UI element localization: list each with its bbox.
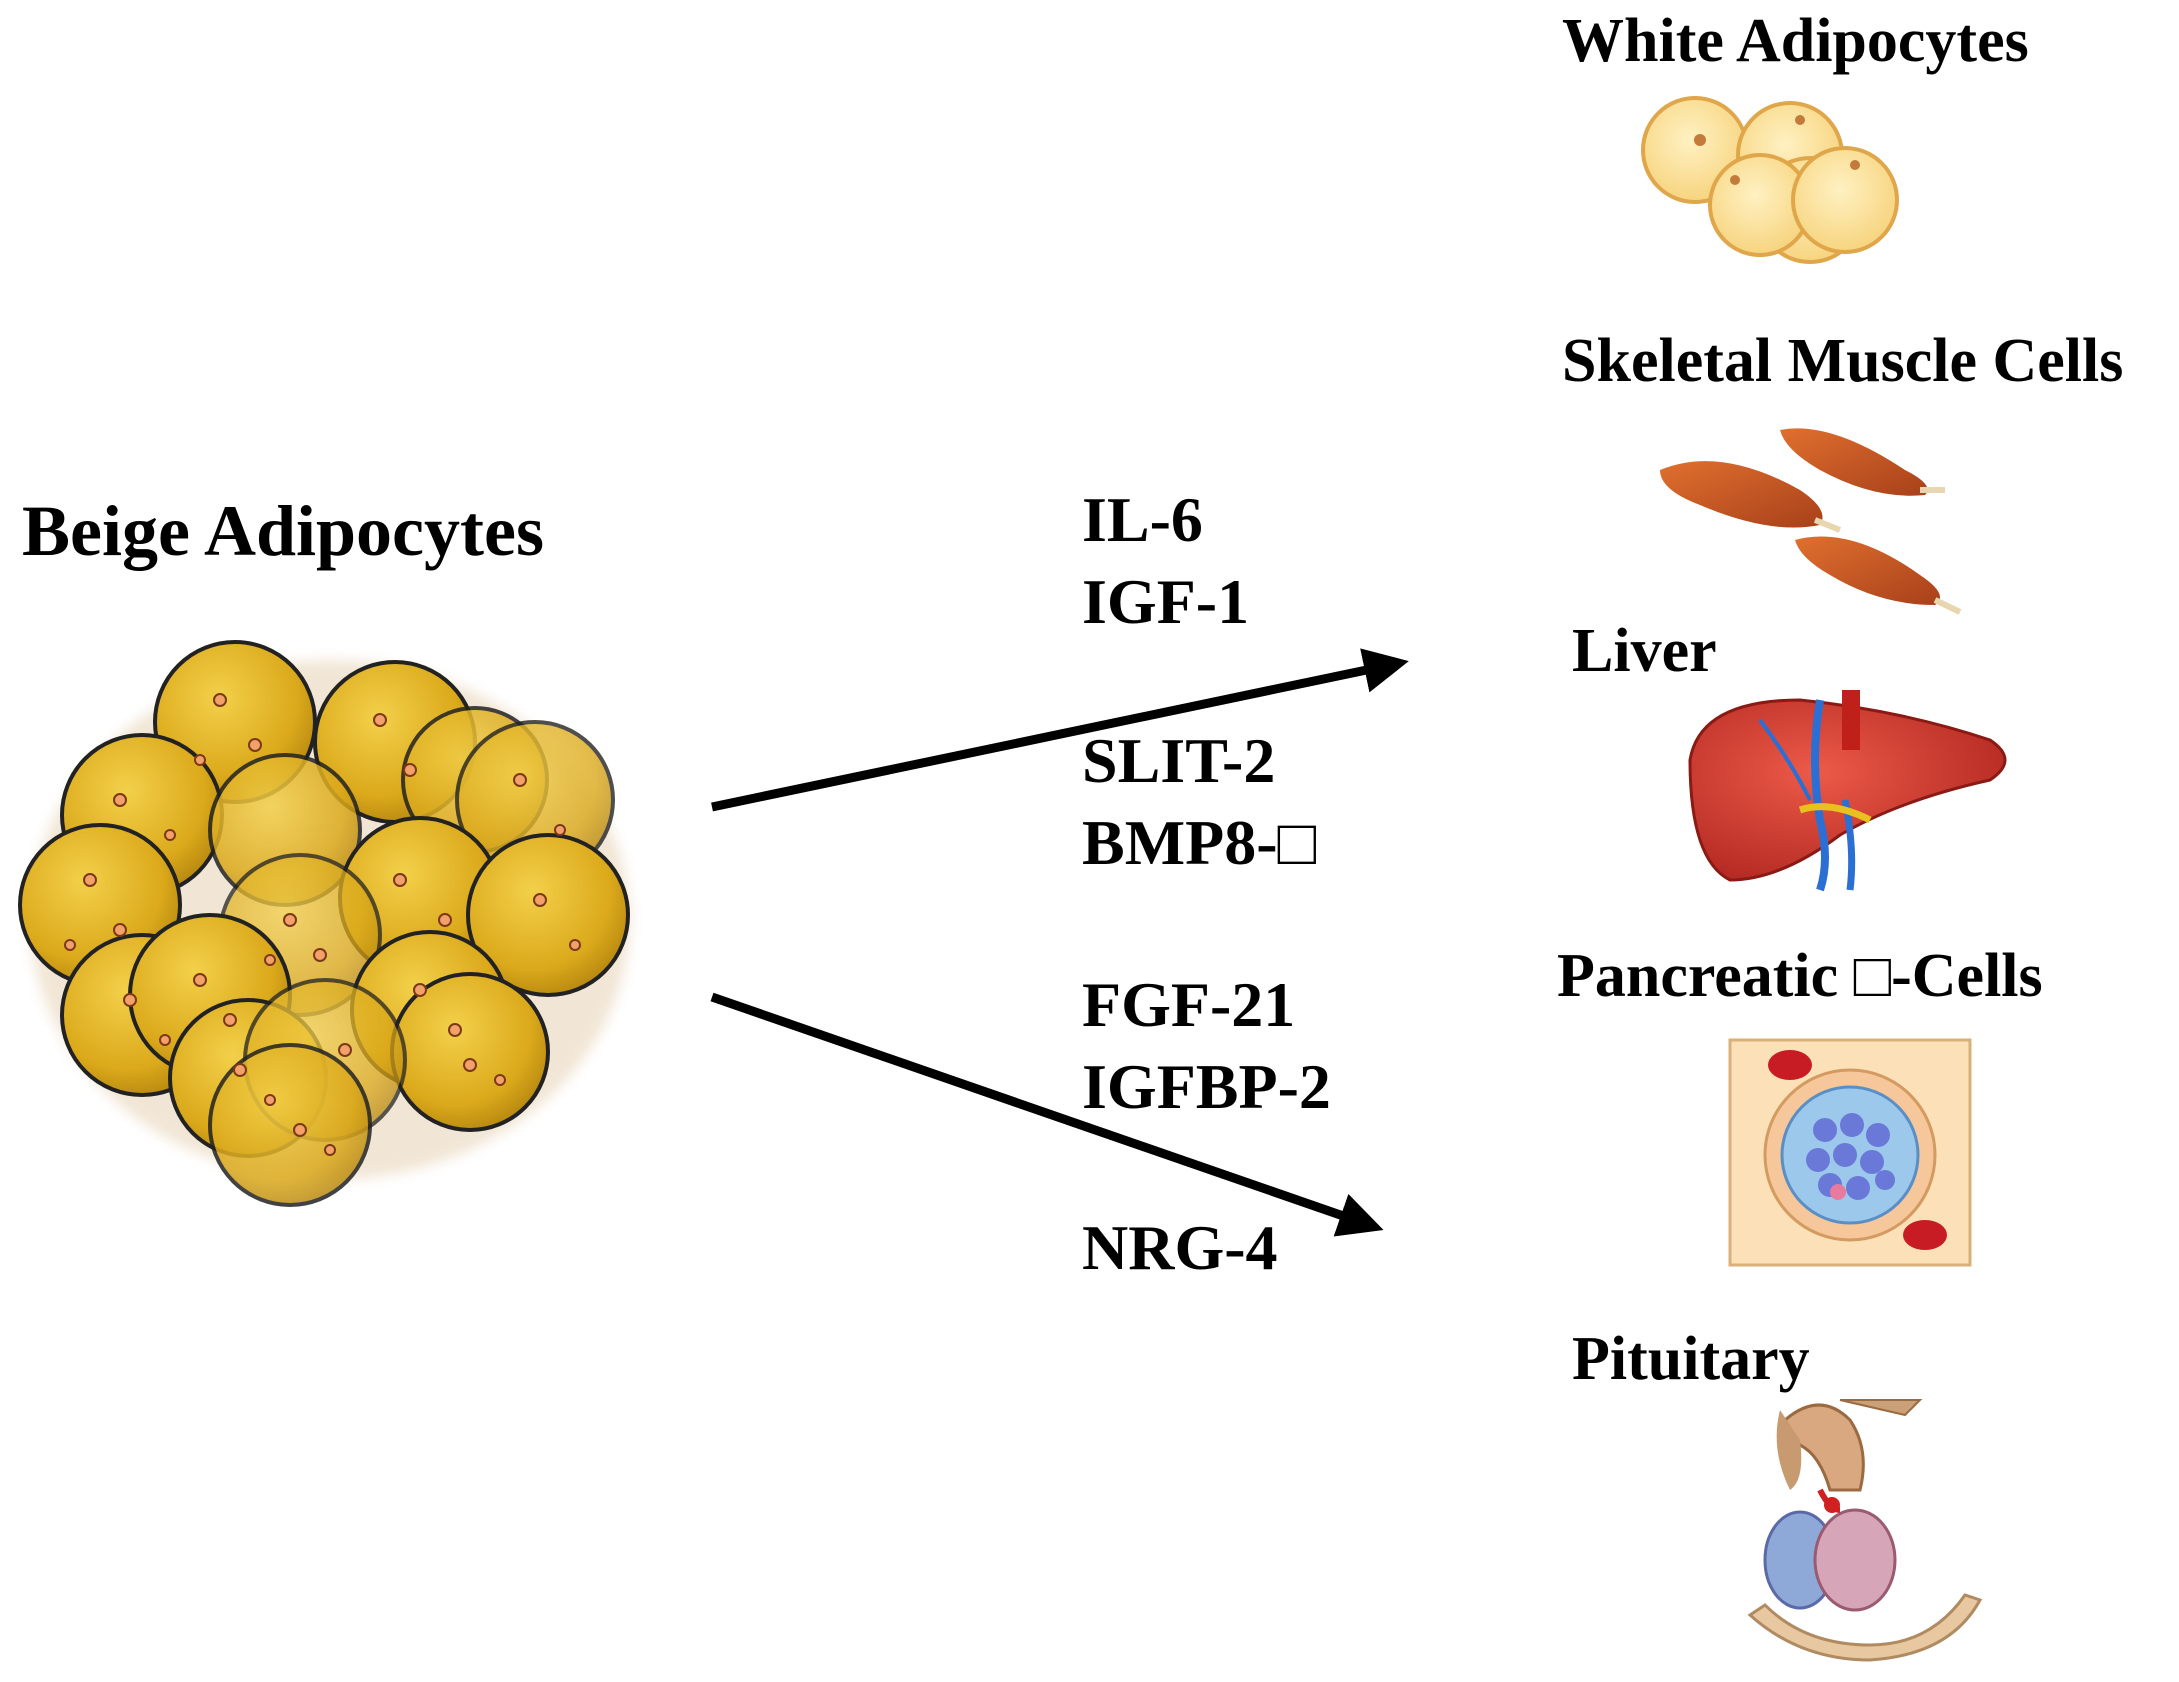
factor-bmp8: BMP8-□ bbox=[1082, 807, 1317, 878]
factor-slit-2: SLIT-2 bbox=[1082, 725, 1276, 796]
factor-nrg-4: NRG-4 bbox=[1082, 1212, 1278, 1283]
target-label-pituitary: Pituitary bbox=[1572, 1325, 1810, 1393]
beige-adipocytes-cluster-icon bbox=[18, 640, 630, 1207]
target-label-liver: Liver bbox=[1572, 617, 1717, 685]
pancreatic-islet-icon bbox=[1728, 1038, 1972, 1267]
factor-igf-1: IGF-1 bbox=[1082, 566, 1250, 637]
target-label-pancreatic-cells: Pancreatic □-Cells bbox=[1557, 942, 2043, 1010]
white-adipocytes-icon bbox=[1641, 96, 1899, 264]
pituitary-icon bbox=[1747, 1399, 1983, 1662]
target-label-skeletal-muscle: Skeletal Muscle Cells bbox=[1562, 327, 2124, 395]
factor-igfbp-2: IGFBP-2 bbox=[1082, 1051, 1331, 1122]
factor-fgf-21: FGF-21 bbox=[1082, 969, 1296, 1040]
arrow-upper bbox=[711, 648, 1409, 812]
arrow-lower bbox=[710, 992, 1384, 1237]
beige-adipocytes-title: Beige Adipocytes bbox=[22, 491, 544, 571]
target-label-white-adipocytes: White Adipocytes bbox=[1562, 7, 2029, 75]
factor-il-6: IL-6 bbox=[1082, 484, 1203, 555]
muscle-cells-icon bbox=[1660, 428, 1962, 615]
liver-icon bbox=[1688, 690, 2007, 892]
